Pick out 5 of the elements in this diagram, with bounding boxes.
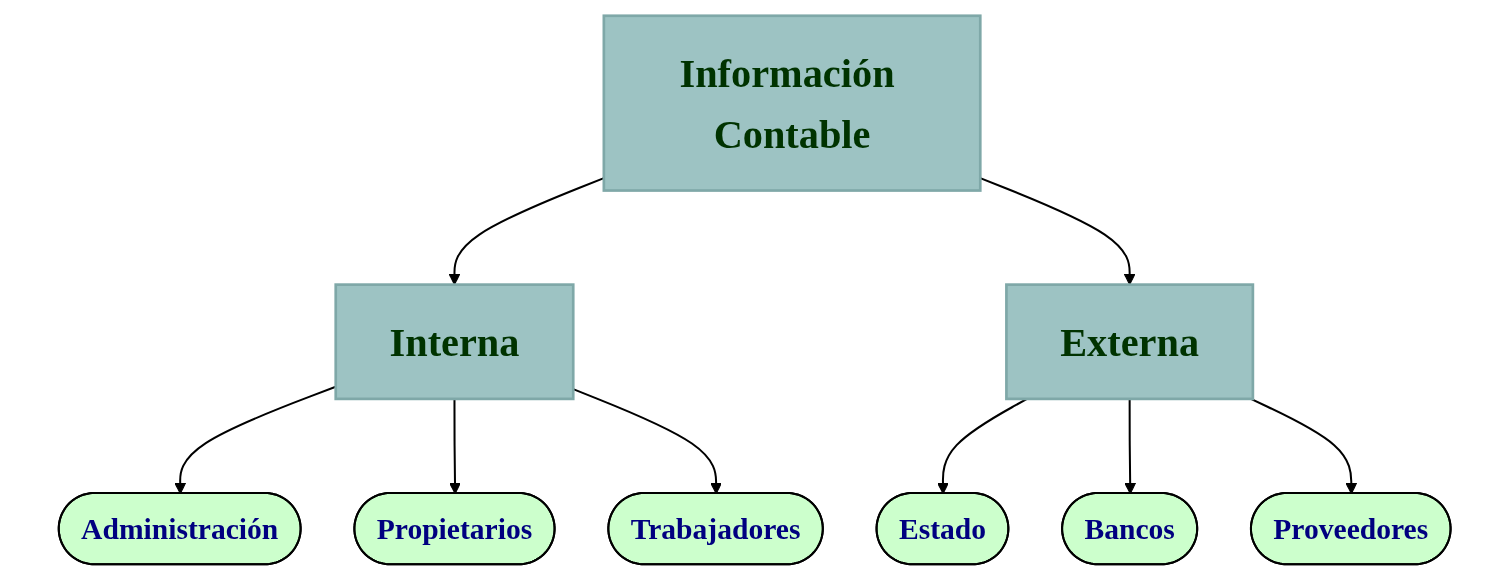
arrow <box>980 176 1136 285</box>
arrow <box>448 176 605 285</box>
node-box: Interna <box>334 282 575 400</box>
node-box: Información Contable <box>602 13 982 192</box>
node-box: Externa <box>1005 282 1255 400</box>
